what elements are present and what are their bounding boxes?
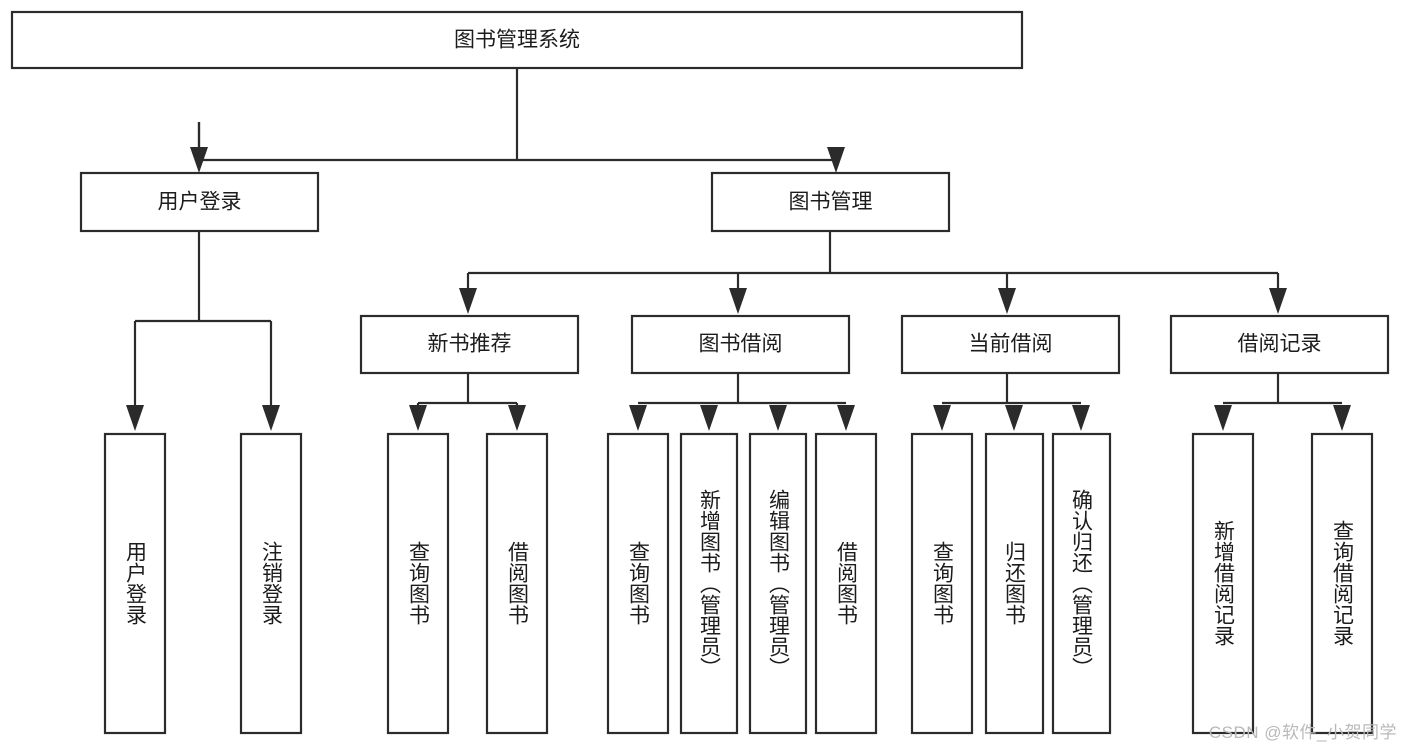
node-leaf-logout-login-box[interactable] bbox=[239, 432, 303, 735]
node-user-login[interactable]: 用户登录 bbox=[79, 171, 320, 233]
node-leaf-return-book[interactable]: 归还图书 bbox=[984, 432, 1045, 735]
node-leaf-query-book-1[interactable]: 查询图书 bbox=[386, 432, 450, 735]
node-leaf-add-record-label: 新增借阅记录 bbox=[1212, 520, 1236, 646]
node-current-borrow[interactable]: 当前借阅 bbox=[900, 314, 1121, 375]
arrow-to-new-book-recommend bbox=[459, 288, 477, 314]
node-leaf-borrow-book-2-label: 借阅图书 bbox=[835, 541, 859, 625]
node-root-label: 图书管理系统 bbox=[454, 29, 580, 52]
node-leaf-edit-book-label: 编辑图书（管理员） bbox=[767, 489, 791, 678]
node-leaf-add-record-box[interactable] bbox=[1191, 432, 1255, 735]
node-book-manage-box[interactable] bbox=[710, 171, 951, 233]
node-leaf-edit-book[interactable]: 编辑图书（管理员） bbox=[748, 432, 808, 735]
connector-group-borrow-record bbox=[1214, 373, 1351, 431]
node-leaf-user-login[interactable]: 用户登录 bbox=[103, 432, 167, 735]
node-leaf-query-record-box[interactable] bbox=[1310, 432, 1374, 735]
node-user-login-label: 用户登录 bbox=[158, 191, 242, 214]
node-leaf-logout-login[interactable]: 注销登录 bbox=[239, 432, 303, 735]
node-leaf-query-book-2-box[interactable] bbox=[606, 432, 670, 735]
connector-group-new-book-recommend bbox=[409, 373, 526, 431]
node-book-borrow-label: 图书借阅 bbox=[699, 333, 783, 356]
arrow-to-leaf-confirm-return bbox=[1072, 405, 1090, 431]
connector-root-drops bbox=[190, 147, 845, 173]
node-borrow-record-label: 借阅记录 bbox=[1238, 333, 1322, 356]
node-leaf-query-book-1-label: 查询图书 bbox=[407, 541, 431, 625]
node-leaf-borrow-book-2-box[interactable] bbox=[814, 432, 878, 735]
node-leaf-confirm-return-box[interactable] bbox=[1051, 432, 1112, 735]
node-new-book-recommend[interactable]: 新书推荐 bbox=[359, 314, 580, 375]
node-book-manage[interactable]: 图书管理 bbox=[710, 171, 951, 233]
node-leaf-add-book[interactable]: 新增图书（管理员） bbox=[679, 432, 739, 735]
node-leaf-logout-login-label: 注销登录 bbox=[260, 541, 284, 625]
node-leaf-query-record[interactable]: 查询借阅记录 bbox=[1310, 432, 1374, 735]
connector-group-current-borrow bbox=[933, 373, 1090, 431]
node-leaf-return-book-label: 归还图书 bbox=[1003, 541, 1027, 625]
node-leaf-query-book-1-box[interactable] bbox=[386, 432, 450, 735]
node-book-borrow[interactable]: 图书借阅 bbox=[630, 314, 851, 375]
node-leaf-user-login-label: 用户登录 bbox=[124, 541, 148, 625]
connector-group-book-manage bbox=[459, 231, 1287, 314]
arrow-to-leaf-edit-book bbox=[769, 405, 787, 431]
node-current-borrow-box[interactable] bbox=[900, 314, 1121, 375]
node-new-book-recommend-box[interactable] bbox=[359, 314, 580, 375]
node-leaf-query-book-2[interactable]: 查询图书 bbox=[606, 432, 670, 735]
arrow-to-leaf-add-record bbox=[1214, 405, 1232, 431]
connector-group-user-login bbox=[126, 231, 280, 431]
node-leaf-borrow-book-1[interactable]: 借阅图书 bbox=[485, 432, 549, 735]
node-leaf-query-book-3[interactable]: 查询图书 bbox=[910, 432, 974, 735]
node-leaf-borrow-book-2[interactable]: 借阅图书 bbox=[814, 432, 878, 735]
arrow-to-leaf-user-login bbox=[126, 405, 144, 431]
node-leaf-add-book-label: 新增图书（管理员） bbox=[698, 489, 722, 678]
node-borrow-record-box[interactable] bbox=[1169, 314, 1390, 375]
node-leaf-confirm-return[interactable]: 确认归还（管理员） bbox=[1051, 432, 1112, 735]
arrow-to-leaf-add-book bbox=[700, 405, 718, 431]
node-leaf-query-record-label: 查询借阅记录 bbox=[1331, 520, 1355, 646]
arrow-to-leaf-borrow-book-2 bbox=[837, 405, 855, 431]
node-leaf-query-book-2-label: 查询图书 bbox=[627, 541, 651, 625]
node-leaf-query-book-3-label: 查询图书 bbox=[931, 541, 955, 625]
node-leaf-add-book-box[interactable] bbox=[679, 432, 739, 735]
arrow-to-leaf-return-book bbox=[1005, 405, 1023, 431]
arrow-to-leaf-borrow-book-1 bbox=[508, 405, 526, 431]
node-book-manage-label: 图书管理 bbox=[789, 191, 873, 214]
node-book-borrow-box[interactable] bbox=[630, 314, 851, 375]
node-leaf-borrow-book-1-label: 借阅图书 bbox=[506, 541, 530, 625]
node-new-book-recommend-label: 新书推荐 bbox=[428, 333, 512, 356]
node-borrow-record[interactable]: 借阅记录 bbox=[1169, 314, 1390, 375]
node-root[interactable]: 图书管理系统 bbox=[10, 10, 1024, 70]
connector-group-root bbox=[197, 68, 836, 162]
node-leaf-user-login-box[interactable] bbox=[103, 432, 167, 735]
node-root-box[interactable] bbox=[10, 10, 1024, 70]
arrow-to-leaf-query-book-3 bbox=[933, 405, 951, 431]
arrow-to-current-borrow bbox=[998, 288, 1016, 314]
arrow-to-leaf-query-record bbox=[1333, 405, 1351, 431]
arrow-to-book-borrow bbox=[729, 288, 747, 314]
node-leaf-return-book-box[interactable] bbox=[984, 432, 1045, 735]
connector-group-book-borrow bbox=[629, 373, 855, 431]
node-leaf-edit-book-box[interactable] bbox=[748, 432, 808, 735]
arrow-to-leaf-query-book-2 bbox=[629, 405, 647, 431]
watermark: CSDN @软件_小贺同学 bbox=[1208, 723, 1397, 742]
node-leaf-query-book-3-box[interactable] bbox=[910, 432, 974, 735]
node-user-login-box[interactable] bbox=[79, 171, 320, 233]
arrow-to-leaf-logout-login bbox=[262, 405, 280, 431]
node-leaf-borrow-book-1-box[interactable] bbox=[485, 432, 549, 735]
node-leaf-confirm-return-label: 确认归还（管理员） bbox=[1070, 489, 1094, 678]
node-leaf-add-record[interactable]: 新增借阅记录 bbox=[1191, 432, 1255, 735]
node-current-borrow-label: 当前借阅 bbox=[969, 333, 1053, 356]
arrow-to-borrow-record bbox=[1269, 288, 1287, 314]
arrow-to-leaf-query-book-1 bbox=[409, 405, 427, 431]
